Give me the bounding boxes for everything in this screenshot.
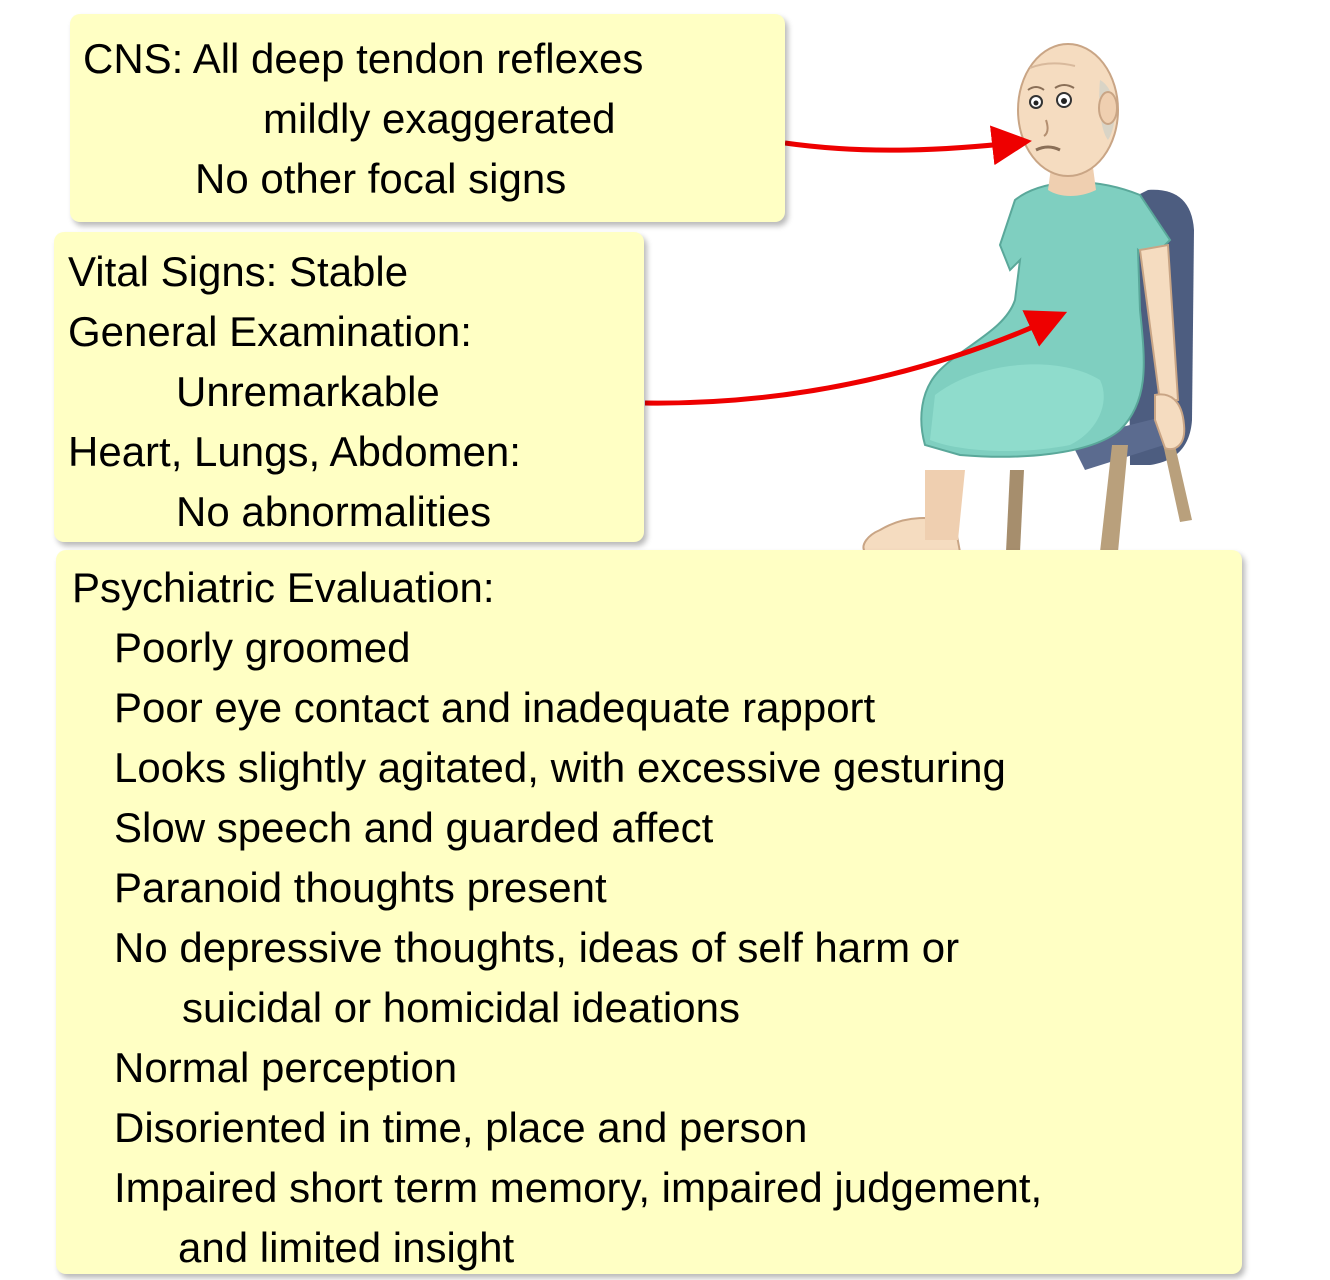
chair-seat	[1070, 415, 1180, 470]
patient-head	[1017, 43, 1119, 177]
psych-item-continued: and limited insight	[178, 1224, 515, 1271]
psych-item: No depressive thoughts, ideas of self ha…	[114, 924, 960, 971]
vitals-line-4: Heart, Lungs, Abdomen:	[68, 428, 521, 475]
patient-ear	[1098, 91, 1118, 125]
chair-leg-back	[1160, 430, 1192, 522]
vitals-line-5: No abnormalities	[176, 488, 492, 535]
psych-item: Slow speech and guarded affect	[114, 804, 714, 851]
psych-item-continued: suicidal or homicidal ideations	[182, 984, 740, 1031]
arrow-vitals	[644, 310, 1068, 406]
cns-line-1: CNS: All deep tendon reflexes	[83, 35, 644, 82]
vitals-line-1: Vital Signs: Stable	[68, 248, 409, 295]
patient-arm	[1138, 243, 1180, 404]
vitals-line-2: General Examination:	[68, 308, 472, 355]
psych-box: Psychiatric Evaluation: Poorly groomed P…	[56, 550, 1242, 1274]
psych-item: Impaired short term memory, impaired jud…	[114, 1164, 1043, 1211]
cns-line-2: mildly exaggerated	[263, 95, 616, 142]
chair-leg-front	[1100, 445, 1128, 552]
arrow-cns	[784, 125, 1032, 166]
cns-box: CNS: All deep tendon reflexes mildly exa…	[70, 14, 785, 222]
psych-title: Psychiatric Evaluation:	[72, 564, 495, 611]
vitals-line-3: Unremarkable	[176, 368, 440, 415]
psych-item: Disoriented in time, place and person	[114, 1104, 808, 1151]
cns-line-3: No other focal signs	[195, 155, 567, 202]
psych-item: Normal perception	[114, 1044, 458, 1091]
psych-item: Looks slightly agitated, with excessive …	[114, 744, 1006, 791]
chair-leg-left	[1006, 470, 1024, 552]
patient-shin	[925, 470, 965, 540]
psych-item: Poorly groomed	[114, 624, 411, 671]
gown-lap	[930, 364, 1104, 452]
psych-item: Paranoid thoughts present	[114, 864, 607, 911]
vitals-box: Vital Signs: Stable General Examination:…	[54, 232, 644, 542]
psych-item: Poor eye contact and inadequate rapport	[114, 684, 876, 731]
patient-hand	[1154, 393, 1186, 450]
patient-mouth	[1035, 145, 1061, 152]
